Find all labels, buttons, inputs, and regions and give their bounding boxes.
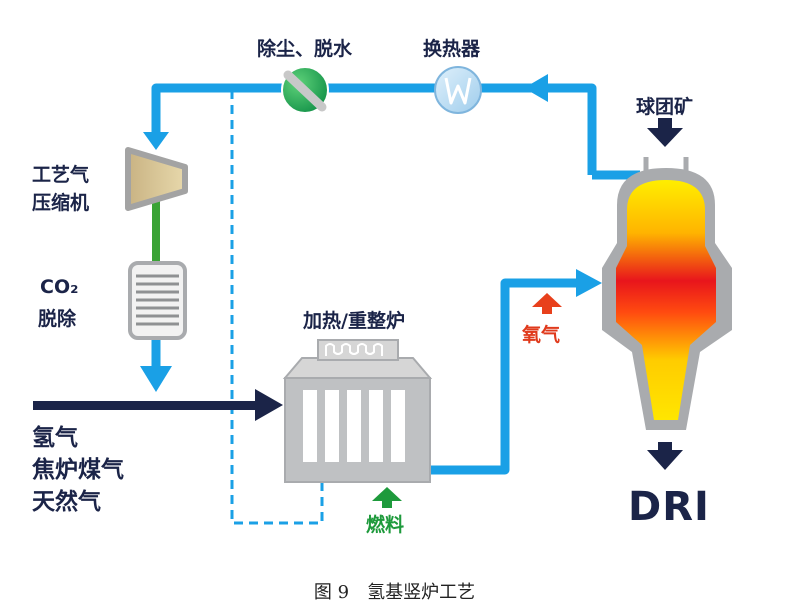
label-feed-coke-oven-gas: 焦炉煤气 xyxy=(32,457,124,483)
label-compressor-line2: 压缩机 xyxy=(32,192,90,214)
oxygen-arrow-icon xyxy=(532,293,562,314)
label-feed-hydrogen: 氢气 xyxy=(32,425,78,451)
shaft-furnace xyxy=(602,157,732,430)
bypass-dashed-line xyxy=(230,90,324,525)
label-pellet: 球团矿 xyxy=(636,96,694,118)
process-gas-loop xyxy=(140,74,640,475)
dedust-valve-icon xyxy=(281,66,329,114)
label-compressor-line1: 工艺气 xyxy=(32,164,90,186)
label-co2-line1: CO₂ xyxy=(40,276,79,298)
flow-arrow-down-icon xyxy=(143,132,169,150)
label-dedust: 除尘、脱水 xyxy=(257,38,353,60)
label-feed-natural-gas: 天然气 xyxy=(32,489,101,515)
figure-caption: 图 9 氢基竖炉工艺 xyxy=(313,582,476,603)
feed-gas-arrow xyxy=(33,389,283,421)
co2-removal-vessel-icon xyxy=(128,261,187,340)
label-fuel: 燃料 xyxy=(366,514,405,536)
flow-arrow-down-icon xyxy=(140,366,172,392)
pellet-feed-arrow-icon xyxy=(647,118,683,147)
flow-arrow-right-icon xyxy=(576,269,602,297)
label-oxygen: 氧气 xyxy=(522,324,561,346)
fuel-arrow-icon xyxy=(372,487,402,508)
label-dri: DRI xyxy=(628,484,710,530)
heat-exchanger-icon xyxy=(434,66,482,114)
label-heat-exchanger: 换热器 xyxy=(423,38,481,60)
heater-reformer-icon xyxy=(282,339,433,483)
label-heater: 加热/重整炉 xyxy=(303,310,405,332)
dri-discharge-arrow-icon xyxy=(647,442,683,470)
compressor-outlet-pipe xyxy=(152,200,160,268)
label-co2-line2: 脱除 xyxy=(38,308,77,330)
compressor-icon xyxy=(125,147,188,211)
